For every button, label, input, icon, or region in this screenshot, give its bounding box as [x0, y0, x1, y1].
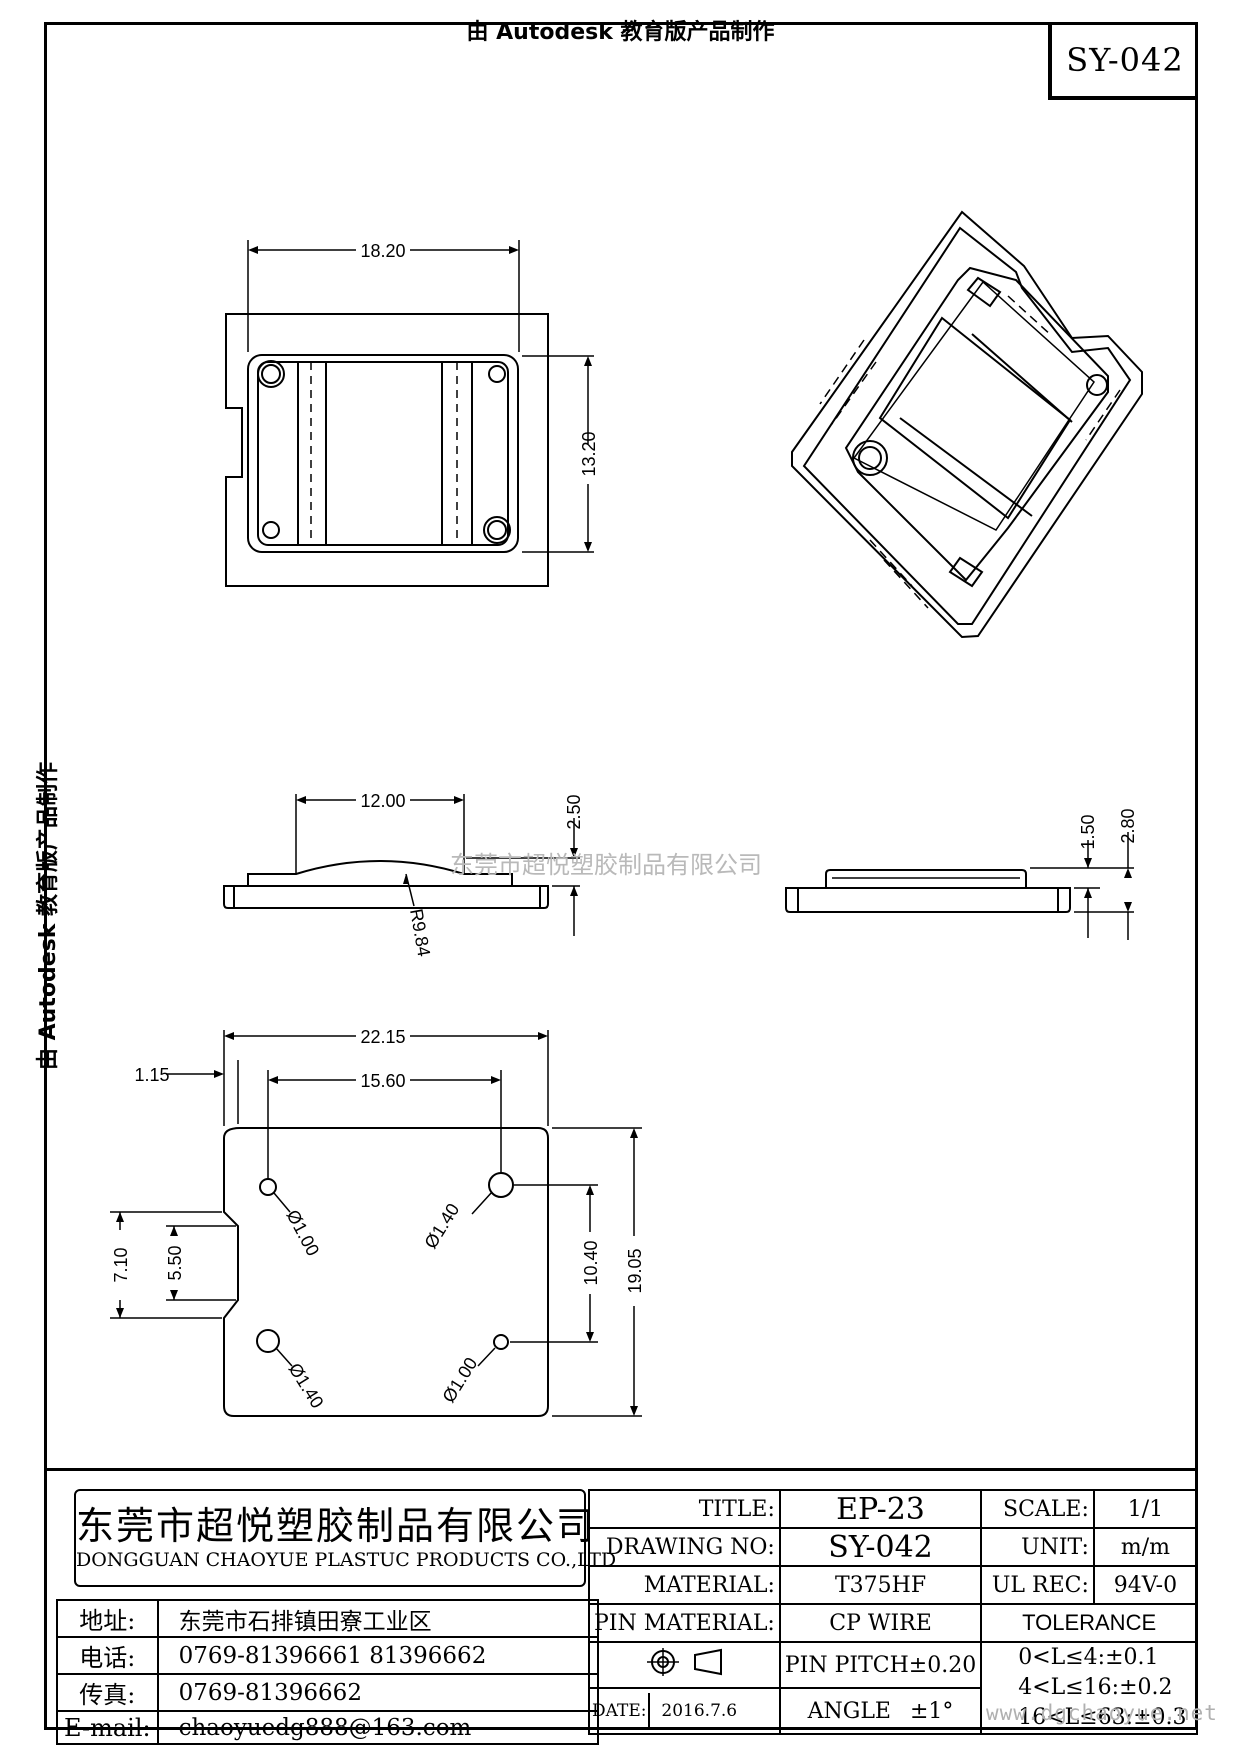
angle-cell: ANGLE ±1° [778, 1687, 983, 1735]
drawing-no-label: DRAWING NO: [588, 1527, 781, 1567]
email-value: chaoyuedg888@163.com [156, 1710, 599, 1745]
tolerance-line: 16<L≤63:±0.3 [1018, 1705, 1187, 1730]
pin-material-value: CP WIRE [778, 1603, 983, 1643]
dim-hole-top-right: Ø1.40 [420, 1200, 463, 1252]
contact-row: 传真:0769-81396662 [56, 1673, 599, 1712]
scale-value: 1/1 [1092, 1489, 1199, 1529]
dimension-arrows [116, 246, 1132, 1416]
tolerance-line: 0<L≤4:±0.1 [1018, 1645, 1159, 1670]
dim-side-height: 2.80 [1118, 808, 1138, 843]
contact-row: E-mail:chaoyuedg888@163.com [56, 1710, 599, 1745]
angle-value: ±1° [910, 1698, 954, 1724]
fax-label: 传真: [56, 1673, 159, 1712]
dim-side-step: 1.50 [1078, 814, 1098, 849]
unit-value: m/m [1092, 1527, 1199, 1567]
title-block: 东莞市超悦塑胶制品有限公司 DONGGUAN CHAOYUE PLASTUC P… [44, 1468, 1199, 1745]
company-box: 东莞市超悦塑胶制品有限公司 DONGGUAN CHAOYUE PLASTUC P… [74, 1489, 617, 1587]
drawing-number-box: SY-042 [1048, 24, 1198, 100]
dim-bottom-offset: 1.15 [134, 1065, 169, 1085]
tolerance-line: 4<L≤16:±0.2 [1018, 1675, 1173, 1700]
pin-pitch: PIN PITCH±0.20 [778, 1641, 983, 1689]
address-label: 地址: [56, 1599, 159, 1638]
scale-label: SCALE: [980, 1489, 1095, 1529]
dim-top-height: 13.20 [579, 431, 599, 476]
dim-bottom-height: 19.05 [625, 1248, 645, 1293]
dim-bottom-width: 22.15 [360, 1027, 405, 1047]
drawing-no-value: SY-042 [778, 1527, 983, 1567]
side-view [785, 832, 1134, 940]
dim-front-depth: 2.50 [564, 794, 584, 829]
dim-pin-span-y: 10.40 [581, 1240, 601, 1285]
spec-table: TITLE: EP-23 SCALE: 1/1 DRAWING NO: SY-0… [588, 1489, 1199, 1735]
projection-symbol-cell [588, 1641, 781, 1689]
dim-top-width: 18.20 [360, 241, 405, 261]
date-label: DATE: [590, 1693, 650, 1729]
ul-rec-value: 94V-0 [1092, 1565, 1199, 1605]
tolerance-values: 0<L≤4:±0.1 4<L≤16:±0.2 16<L≤63:±0.3 [980, 1641, 1198, 1735]
dim-hole-bottom-right: Ø1.00 [438, 1354, 481, 1406]
contact-row: 地址:东莞市石排镇田寮工业区 [56, 1599, 599, 1638]
pin-material-label: PIN MATERIAL: [588, 1603, 781, 1643]
ul-rec-label: UL REC: [980, 1565, 1095, 1605]
isometric-view [791, 210, 1143, 639]
dim-notch-inner: 5.50 [165, 1245, 185, 1280]
address-value: 东莞市石排镇田寮工业区 [156, 1599, 599, 1638]
material-value: T375HF [778, 1565, 983, 1605]
projection-symbol-icon [647, 1648, 723, 1676]
contact-table: 地址:东莞市石排镇田寮工业区 电话:0769-81396661 81396662… [56, 1599, 599, 1745]
dim-hole-bottom-left: Ø1.40 [285, 1360, 328, 1412]
date-value: 2016.7.6 [661, 1701, 738, 1721]
title-label: TITLE: [588, 1489, 781, 1529]
angle-label: ANGLE [807, 1698, 891, 1724]
dim-front-width: 12.00 [360, 791, 405, 811]
contact-row: 电话:0769-81396661 81396662 [56, 1636, 599, 1675]
dim-front-radius: R9.84 [406, 907, 434, 958]
email-label: E-mail: [56, 1710, 159, 1745]
website-watermark: www.dgchaoyue.net [986, 1701, 1218, 1725]
title-value: EP-23 [778, 1489, 983, 1529]
tolerance-label: TOLERANCE [980, 1603, 1198, 1643]
company-name-en: DONGGUAN CHAOYUE PLASTUC PRODUCTS CO.,LT… [76, 1549, 617, 1571]
unit-label: UNIT: [980, 1527, 1095, 1567]
phone-label: 电话: [56, 1636, 159, 1675]
material-label: MATERIAL: [588, 1565, 781, 1605]
fax-value: 0769-81396662 [156, 1673, 599, 1712]
dim-notch-outer: 7.10 [111, 1247, 131, 1282]
company-name-cn: 东莞市超悦塑胶制品有限公司 [76, 1504, 597, 1548]
top-view [225, 240, 594, 587]
dim-hole-top-left: Ø1.00 [282, 1206, 323, 1259]
phone-value: 0769-81396661 81396662 [156, 1636, 599, 1675]
date-cell: DATE: 2016.7.6 [588, 1687, 781, 1735]
company-watermark: 东莞市超悦塑胶制品有限公司 [450, 851, 762, 879]
dim-pin-span-x: 15.60 [360, 1071, 405, 1091]
autodesk-watermark-top: 由 Autodesk 教育版产品制作 [466, 20, 775, 45]
